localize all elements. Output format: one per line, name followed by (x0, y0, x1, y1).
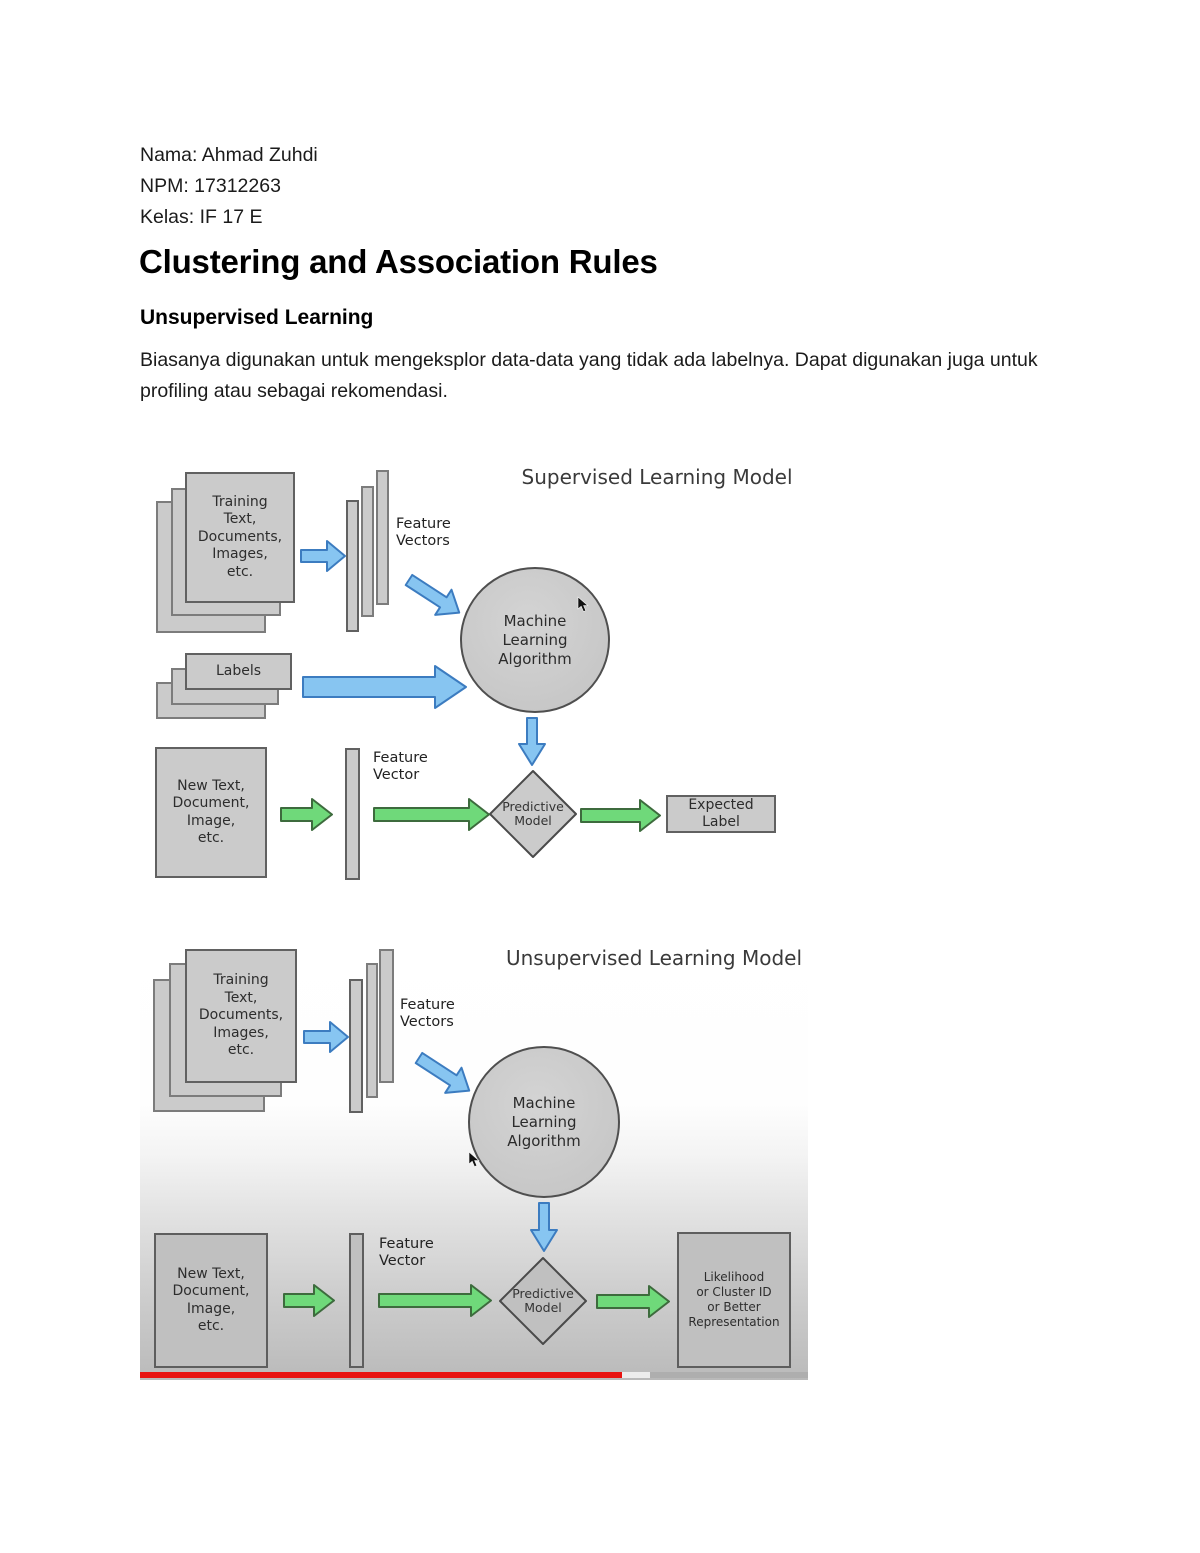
training-docs-box: Training Text, Documents, Images, etc. (185, 949, 297, 1083)
right-arrow-icon (303, 1021, 349, 1053)
feature-vector-bar (361, 486, 374, 617)
feature-vector-bar (366, 963, 378, 1098)
feature-vector-bar (379, 949, 394, 1083)
flow-arrow-icon (378, 1284, 492, 1317)
diagonal-arrow (397, 565, 470, 631)
predictive-model-diamond: Predictive Model (488, 769, 578, 859)
diagonal-arrow (407, 1043, 480, 1109)
expected-label-box: Expected Label (666, 795, 776, 833)
feature-vector-label: Feature Vector (379, 1236, 434, 1269)
feature-vector-bar (346, 500, 359, 632)
unsupervised-diagram: Unsupervised Learning Model Training Tex… (140, 935, 808, 1380)
ml-algorithm-circle: Machine Learning Algorithm (460, 567, 610, 713)
feature-vector-bar (345, 748, 360, 880)
ml-algorithm-label: Machine Learning Algorithm (498, 611, 572, 668)
new-input-box: New Text, Document, Image, etc. (155, 747, 267, 878)
expected-label-text: Expected Label (688, 797, 754, 830)
training-docs-box: Training Text, Documents, Images, etc. (185, 472, 295, 603)
flow-arrow-icon (580, 799, 661, 832)
student-name-line: Nama: Ahmad Zuhdi (140, 144, 318, 166)
feature-vector-bar (349, 1233, 364, 1368)
flow-arrow-icon (280, 798, 333, 831)
predictive-model-diamond: Predictive Model (498, 1256, 588, 1346)
page-title: Clustering and Association Rules (139, 243, 658, 280)
labels-box: Labels (185, 653, 292, 690)
predictive-model-label: Predictive Model (512, 1285, 574, 1315)
supervised-diagram: Supervised Learning Model Training Text,… (140, 455, 808, 895)
new-input-box: New Text, Document, Image, etc. (154, 1233, 268, 1368)
diagonal-arrow-icon (404, 573, 461, 616)
video-progress-bar (140, 1372, 808, 1378)
feature-vectors-label: Feature Vectors (400, 997, 455, 1030)
likelihood-output-box: Likelihood or Cluster ID or Better Repre… (677, 1232, 791, 1368)
progress-buffered (622, 1372, 650, 1378)
feature-vector-bar (376, 470, 389, 605)
diagram-title: Unsupervised Learning Model (505, 946, 803, 970)
feature-vector-bar (349, 979, 363, 1113)
training-docs-label: Training Text, Documents, Images, etc. (197, 493, 283, 580)
down-arrow-icon (530, 1202, 558, 1252)
flow-arrow-icon (373, 798, 490, 831)
labels-arrow-icon (302, 665, 467, 709)
predictive-model-label: Predictive Model (502, 798, 564, 828)
down-arrow-icon (518, 717, 546, 766)
mouse-cursor-icon (468, 1151, 480, 1167)
body-paragraph: Biasanya digunakan untuk mengeksplor dat… (140, 349, 1038, 402)
ml-algorithm-circle: Machine Learning Algorithm (468, 1046, 620, 1198)
right-arrow-icon (300, 540, 346, 572)
ml-algorithm-label: Machine Learning Algorithm (507, 1093, 581, 1150)
student-class-line: Kelas: IF 17 E (140, 206, 263, 228)
flow-arrow-icon (283, 1284, 335, 1317)
new-input-label: New Text, Document, Image, etc. (172, 777, 250, 847)
feature-vectors-label: Feature Vectors (396, 516, 451, 549)
likelihood-output-text: Likelihood or Cluster ID or Better Repre… (688, 1270, 780, 1329)
section-heading: Unsupervised Learning (140, 306, 374, 329)
diagram-title: Supervised Learning Model (521, 465, 793, 489)
new-input-label: New Text, Document, Image, etc. (172, 1265, 250, 1335)
diagonal-arrow-icon (414, 1051, 471, 1094)
training-docs-label: Training Text, Documents, Images, etc. (198, 972, 284, 1059)
mouse-cursor-icon (577, 596, 589, 612)
progress-played (140, 1372, 622, 1378)
labels-label: Labels (215, 662, 262, 679)
student-npm-line: NPM: 17312263 (140, 175, 281, 197)
flow-arrow-icon (596, 1285, 670, 1318)
feature-vector-label: Feature Vector (373, 750, 428, 783)
progress-remaining (650, 1372, 808, 1378)
